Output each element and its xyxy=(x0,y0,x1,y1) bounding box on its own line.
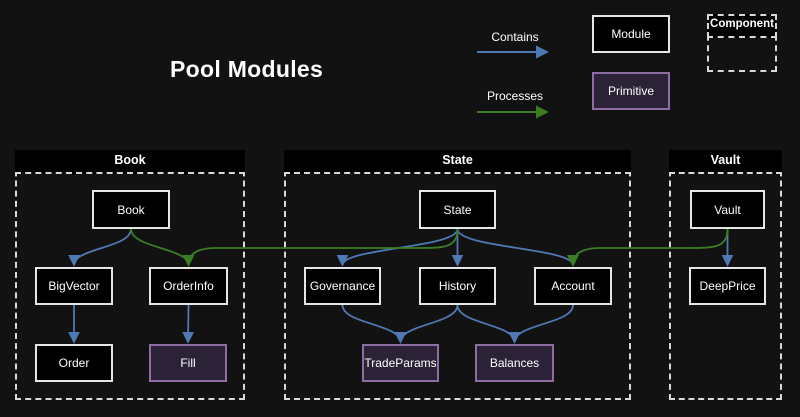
node-orderinfo-label: OrderInfo xyxy=(163,279,214,293)
node-account-label: Account xyxy=(551,279,594,293)
node-tradeparams-label: TradeParams xyxy=(364,356,436,370)
node-book: Book xyxy=(92,190,170,229)
node-state-label: State xyxy=(443,203,471,217)
node-fill: Fill xyxy=(149,344,227,382)
node-vault-label: Vault xyxy=(714,203,740,217)
node-bigvector: BigVector xyxy=(35,267,113,305)
node-balances-label: Balances xyxy=(490,356,539,370)
container-state-header: State xyxy=(284,150,631,174)
node-state: State xyxy=(419,190,496,229)
node-order: Order xyxy=(35,344,113,382)
node-history: History xyxy=(419,267,496,305)
node-governance-label: Governance xyxy=(310,279,375,293)
node-balances: Balances xyxy=(475,344,554,382)
legend-component-header: Component xyxy=(707,14,777,38)
node-bigvector-label: BigVector xyxy=(48,279,99,293)
container-book-header: Book xyxy=(15,150,245,174)
node-vault: Vault xyxy=(690,190,765,229)
legend-module-label: Module xyxy=(611,27,650,41)
legend-component-box: Component xyxy=(707,14,777,72)
node-account: Account xyxy=(534,267,612,305)
legend-module-box: Module xyxy=(592,15,670,53)
node-history-label: History xyxy=(439,279,476,293)
legend-processes-label: Processes xyxy=(475,89,555,103)
node-deepprice: DeepPrice xyxy=(689,267,766,305)
legend-primitive-box: Primitive xyxy=(592,72,670,110)
node-fill-label: Fill xyxy=(180,356,195,370)
legend-primitive-label: Primitive xyxy=(608,84,654,98)
node-book-label: Book xyxy=(117,203,144,217)
legend-contains-label: Contains xyxy=(475,30,555,44)
page-title: Pool Modules xyxy=(170,56,323,83)
node-orderinfo: OrderInfo xyxy=(149,267,228,305)
node-governance: Governance xyxy=(304,267,381,305)
container-vault-header: Vault xyxy=(669,150,782,174)
node-deepprice-label: DeepPrice xyxy=(699,279,755,293)
node-tradeparams: TradeParams xyxy=(362,344,439,382)
node-order-label: Order xyxy=(59,356,90,370)
